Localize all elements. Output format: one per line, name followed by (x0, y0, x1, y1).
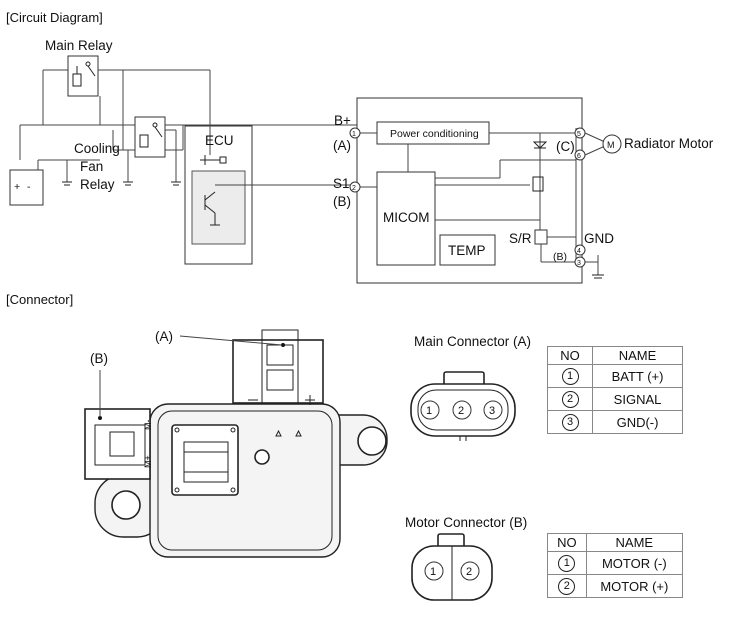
motor-connector-table: NO NAME 1 MOTOR (-) 2 MOTOR (+) (547, 533, 684, 598)
b-small-label: (B) (553, 251, 567, 263)
main-pin-1: 1 (426, 405, 432, 417)
motor-connector-face (411, 533, 493, 601)
motor-table-header-no: NO (547, 533, 587, 552)
main-row-3-no: 3 (561, 414, 579, 431)
battery: + - (9, 169, 44, 206)
table-row: 2 MOTOR (+) (547, 574, 684, 598)
cooling-fan-relay-label-1: Cooling (74, 141, 120, 156)
callout-a: (A) (155, 329, 173, 344)
gnd-label: GND (584, 231, 614, 246)
m-plus-label: M+ (143, 455, 153, 468)
cooling-fan-relay-label-2: Fan (80, 159, 103, 174)
motor-row-1-no: 1 (558, 555, 576, 572)
motor-symbol: M (607, 140, 615, 150)
main-relay (67, 55, 99, 97)
battery-minus: - (27, 181, 31, 193)
main-connector-title: Main Connector (A) (414, 334, 531, 349)
c-label: (C) (556, 139, 575, 154)
pin-1-marker: 1 (352, 131, 356, 138)
table-row: 2 SIGNAL (546, 387, 683, 411)
cooling-fan-relay (134, 116, 166, 158)
motor-pin-1: 1 (430, 566, 436, 578)
pin-6-marker: 6 (577, 153, 581, 160)
m-minus-label: M- (143, 420, 153, 431)
b-label: (B) (333, 194, 351, 209)
main-relay-label: Main Relay (45, 38, 113, 53)
pin-2-marker: 2 (352, 185, 356, 192)
table-row: 1 BATT (+) (546, 364, 683, 388)
temp-label: TEMP (448, 243, 486, 258)
ecu-block (184, 125, 353, 265)
main-pin-2: 2 (458, 405, 464, 417)
relay-wiring (19, 69, 360, 182)
micom-label: MICOM (383, 210, 430, 225)
table-row: 3 GND(-) (546, 410, 683, 434)
power-conditioning-label: Power conditioning (390, 128, 479, 140)
fan-controller-illustration (84, 329, 388, 558)
pin-5-marker: 5 (577, 131, 581, 138)
main-table-header-no: NO (546, 346, 594, 365)
radiator-motor-symbol: M (584, 132, 622, 156)
fan-controller-module (356, 97, 604, 284)
table-row: 1 MOTOR (-) (547, 551, 684, 575)
motor-table-header-name: NAME (585, 533, 684, 552)
sr-label: S/R (509, 231, 532, 246)
main-row-2-name: SIGNAL (592, 387, 683, 411)
main-row-1-name: BATT (+) (592, 364, 683, 388)
main-row-3-name: GND(-) (592, 410, 683, 434)
main-table-header-name: NAME (592, 346, 683, 365)
main-row-2-no: 2 (561, 391, 579, 408)
main-connector-table: NO NAME 1 BATT (+) 2 SIGNAL 3 GND(-) (546, 346, 683, 434)
ecu-label: ECU (205, 133, 234, 148)
a-label: (A) (333, 138, 351, 153)
pin-4-marker: 4 (577, 248, 581, 255)
main-pin-3: 3 (489, 405, 495, 417)
motor-connector-title: Motor Connector (B) (405, 515, 527, 530)
battery-plus: + (14, 181, 20, 193)
callout-b: (B) (90, 351, 108, 366)
cooling-fan-relay-label-3: Relay (80, 177, 115, 192)
motor-row-1-name: MOTOR (-) (585, 551, 684, 575)
circuit-section-title: [Circuit Diagram] (6, 10, 103, 25)
s1-label: S1 (333, 176, 350, 191)
ground-symbols (62, 181, 181, 186)
pin-markers: 1 2 5 6 4 3 (349, 127, 586, 268)
pin-3-marker: 3 (577, 260, 581, 267)
connector-section-title: [Connector] (6, 292, 73, 307)
motor-pin-2: 2 (466, 566, 472, 578)
radiator-motor-label: Radiator Motor (624, 136, 714, 151)
main-row-1-no: 1 (561, 368, 579, 385)
motor-row-2-name: MOTOR (+) (585, 574, 684, 598)
main-connector-face (410, 371, 516, 441)
b-plus-label: B+ (334, 113, 351, 128)
motor-row-2-no: 2 (558, 578, 576, 595)
